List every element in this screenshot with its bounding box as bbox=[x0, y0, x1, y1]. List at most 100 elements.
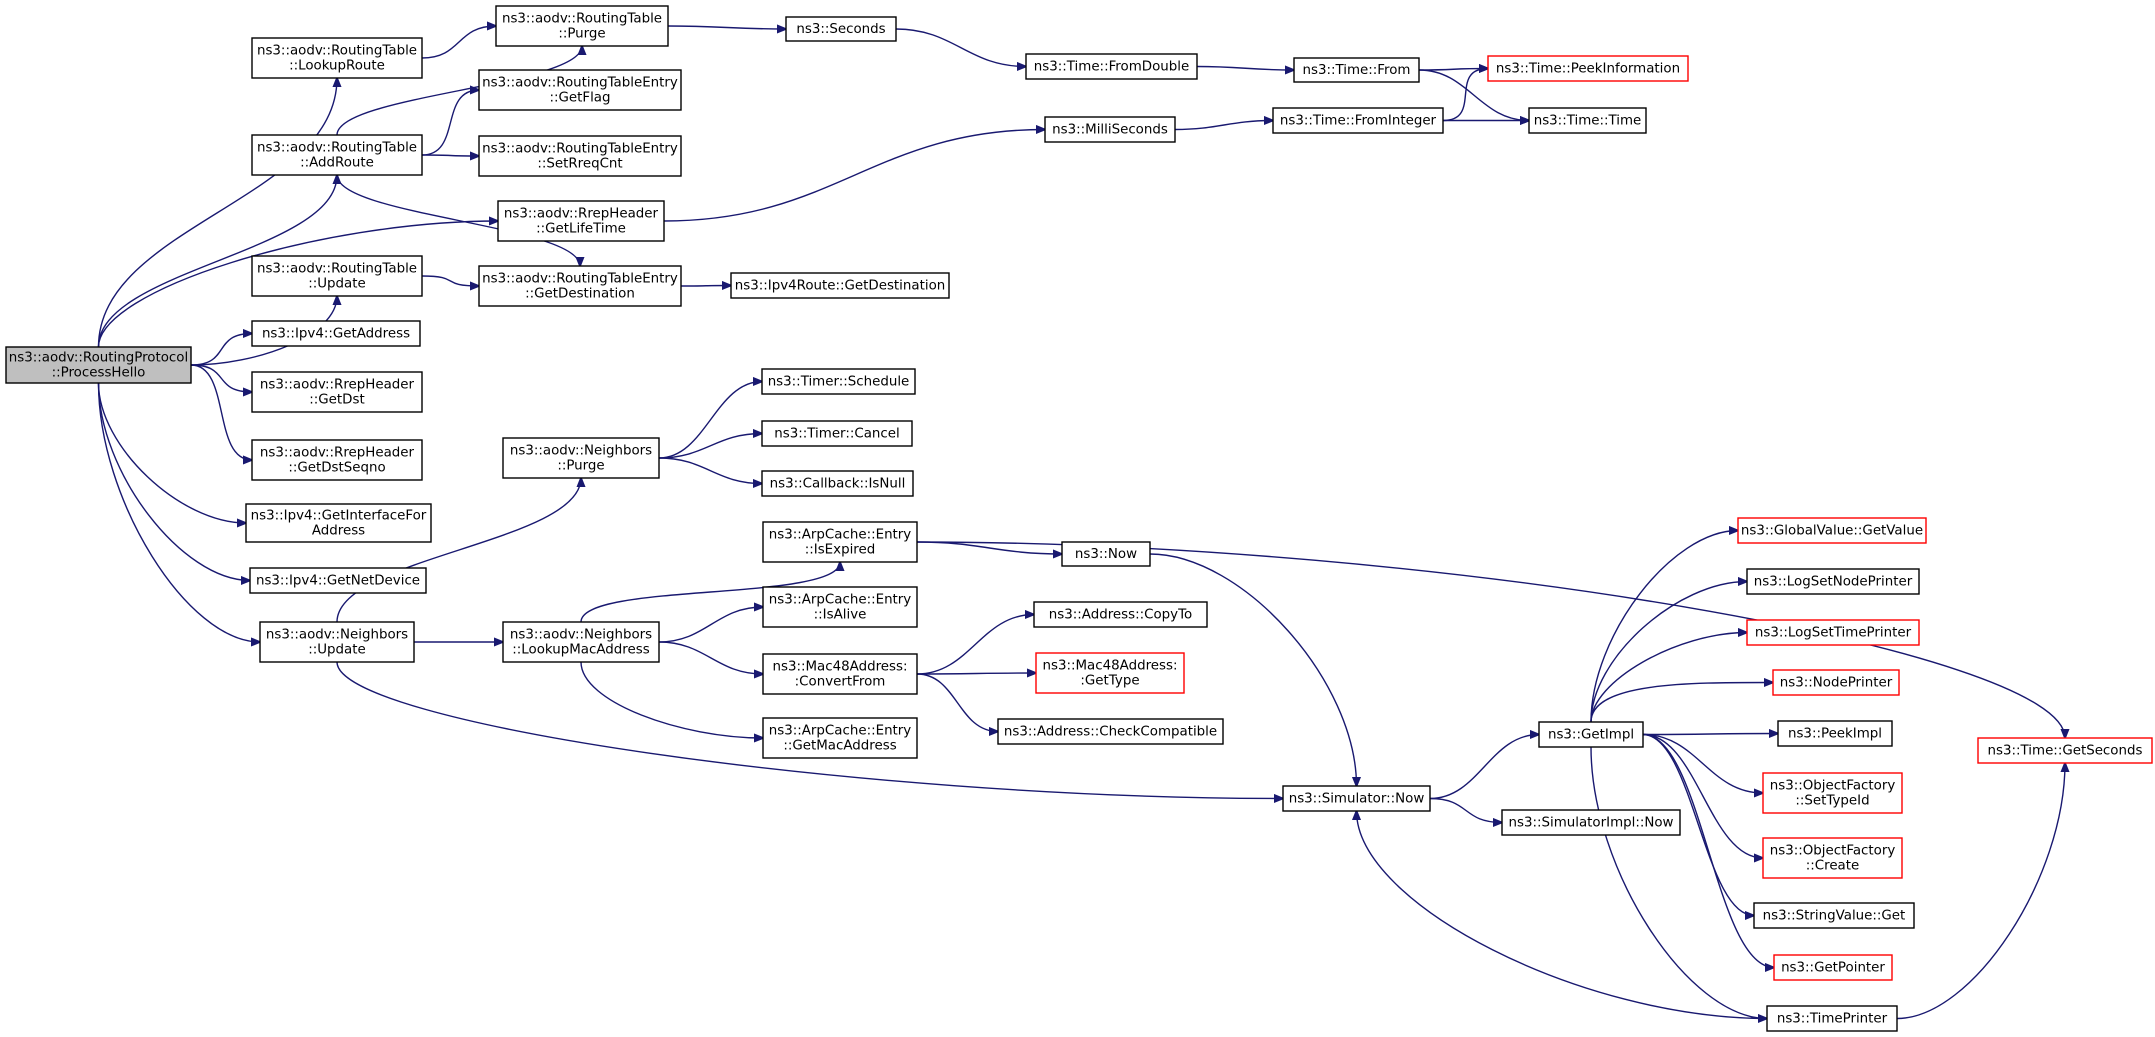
node-callbackIsNull[interactable]: ns3::Callback::IsNull bbox=[761, 470, 914, 497]
edge-rteGetDestination-to-ipv4RouteGetDest bbox=[680, 286, 731, 287]
node-box bbox=[1035, 652, 1185, 694]
node-label: ns3::Time::GetSeconds bbox=[1988, 744, 2143, 759]
node-addrCheckCompat[interactable]: ns3::Address::CheckCompatible bbox=[997, 718, 1224, 745]
node-rrepGetDst[interactable]: ns3::aodv::RrepHeader::GetDst bbox=[251, 371, 423, 413]
node-label: ns3::TimePrinter bbox=[1777, 1012, 1888, 1027]
edge-timeFrom-to-timeTime bbox=[1418, 69, 1529, 121]
node-box bbox=[1272, 107, 1444, 134]
node-peekImpl[interactable]: ns3::PeekImpl bbox=[1777, 720, 1893, 747]
node-timeGetSeconds[interactable]: ns3::Time::GetSeconds bbox=[1977, 737, 2153, 764]
node-getPointer[interactable]: ns3::GetPointer bbox=[1773, 954, 1893, 981]
node-label: ::GetDstSeqno bbox=[288, 461, 385, 476]
node-label: ::GetDst bbox=[309, 393, 364, 408]
node-macConvertFrom[interactable]: ns3::Mac48Address::ConvertFrom bbox=[762, 653, 918, 695]
node-milliSeconds[interactable]: ns3::MilliSeconds bbox=[1044, 116, 1176, 143]
node-ofCreate[interactable]: ns3::ObjectFactory::Create bbox=[1762, 837, 1903, 879]
node-ipv4RouteGetDest[interactable]: ns3::Ipv4Route::GetDestination bbox=[730, 272, 950, 299]
node-nbUpdate[interactable]: ns3::aodv::Neighbors::Update bbox=[259, 621, 415, 663]
edge-rtUpdate-to-rteGetDestination bbox=[421, 275, 479, 286]
node-nodePrinter[interactable]: ns3::NodePrinter bbox=[1772, 669, 1900, 696]
edge-timePrinter-to-simulatorNow bbox=[1357, 811, 1768, 1020]
node-label: ns3::Address::CopyTo bbox=[1049, 608, 1192, 623]
node-logSetNodePrinter[interactable]: ns3::LogSetNodePrinter bbox=[1746, 568, 1920, 595]
node-ipv4GetAddress[interactable]: ns3::Ipv4::GetAddress bbox=[251, 320, 421, 347]
node-timePrinter[interactable]: ns3::TimePrinter bbox=[1766, 1005, 1898, 1032]
node-timerSchedule[interactable]: ns3::Timer::Schedule bbox=[761, 368, 916, 395]
node-macGetType[interactable]: ns3::Mac48Address::GetType bbox=[1035, 652, 1185, 694]
node-timeFromDouble[interactable]: ns3::Time::FromDouble bbox=[1025, 53, 1198, 80]
node-nbLookupMac[interactable]: ns3::aodv::Neighbors::LookupMacAddress bbox=[502, 621, 660, 663]
node-arpIsAlive[interactable]: ns3::ArpCache::Entry::IsAlive bbox=[762, 586, 918, 628]
node-label: ns3::Mac48Address: bbox=[1042, 659, 1177, 674]
node-rteSetRreqCnt[interactable]: ns3::aodv::RoutingTableEntry::SetRreqCnt bbox=[478, 135, 682, 177]
node-box bbox=[785, 16, 897, 42]
node-ipv4GetNetDevice[interactable]: ns3::Ipv4::GetNetDevice bbox=[249, 567, 427, 594]
node-label: ns3::StringValue::Get bbox=[1763, 909, 1906, 924]
node-rtAddRoute[interactable]: ns3::aodv::RoutingTable::AddRoute bbox=[251, 134, 423, 176]
node-timePeekInfo[interactable]: ns3::Time::PeekInformation bbox=[1487, 55, 1689, 82]
node-label: ns3::aodv::RrepHeader bbox=[504, 207, 659, 222]
node-getImpl[interactable]: ns3::GetImpl bbox=[1538, 721, 1644, 748]
node-rtPurge[interactable]: ns3::aodv::RoutingTable::Purge bbox=[495, 5, 669, 47]
node-box bbox=[251, 371, 423, 413]
node-nbPurge[interactable]: ns3::aodv::Neighbors::Purge bbox=[502, 437, 660, 479]
node-seconds[interactable]: ns3::Seconds bbox=[785, 16, 897, 42]
node-simulatorNow[interactable]: ns3::Simulator::Now bbox=[1282, 785, 1431, 812]
node-processHello[interactable]: ns3::aodv::RoutingProtocol::ProcessHello bbox=[5, 346, 192, 384]
node-rrepGetDstSeqno[interactable]: ns3::aodv::RrepHeader::GetDstSeqno bbox=[251, 439, 423, 481]
edge-macConvertFrom-to-addrCheckCompat bbox=[916, 673, 998, 732]
node-box bbox=[495, 5, 669, 47]
edge-simulatorNow-to-simImplNow bbox=[1429, 797, 1502, 823]
node-box bbox=[502, 437, 660, 479]
node-ofSetTypeId[interactable]: ns3::ObjectFactory::SetTypeId bbox=[1762, 772, 1903, 814]
node-timerCancel[interactable]: ns3::Timer::Cancel bbox=[761, 420, 913, 447]
node-label: ns3::Seconds bbox=[796, 22, 885, 37]
node-label: Address bbox=[312, 524, 365, 539]
node-rteGetFlag[interactable]: ns3::aodv::RoutingTableEntry::GetFlag bbox=[478, 69, 682, 111]
node-label: ns3::SimulatorImpl::Now bbox=[1508, 816, 1673, 831]
node-label: ::IsAlive bbox=[814, 608, 867, 623]
node-timeFrom[interactable]: ns3::Time::From bbox=[1293, 57, 1420, 83]
node-box bbox=[730, 272, 950, 299]
node-now[interactable]: ns3::Now bbox=[1061, 541, 1151, 567]
node-label: ns3::ArpCache::Entry bbox=[769, 724, 912, 739]
node-timeFromInteger[interactable]: ns3::Time::FromInteger bbox=[1272, 107, 1444, 134]
edge-rtAddRoute-to-rteGetFlag bbox=[421, 90, 479, 156]
node-addrCopyTo[interactable]: ns3::Address::CopyTo bbox=[1033, 601, 1208, 628]
node-stringValueGet[interactable]: ns3::StringValue::Get bbox=[1753, 902, 1915, 929]
node-box bbox=[251, 255, 423, 297]
node-label: ::GetMacAddress bbox=[783, 739, 896, 754]
node-simImplNow[interactable]: ns3::SimulatorImpl::Now bbox=[1501, 809, 1681, 836]
node-rtUpdate[interactable]: ns3::aodv::RoutingTable::Update bbox=[251, 255, 423, 297]
node-box bbox=[1528, 107, 1647, 134]
node-label: ::LookupMacAddress bbox=[512, 643, 649, 658]
node-globalValueGetValue[interactable]: ns3::GlobalValue::GetValue bbox=[1737, 517, 1927, 544]
node-box bbox=[1538, 721, 1644, 748]
edge-getImpl-to-ofCreate bbox=[1642, 733, 1763, 859]
edge-timeFromDouble-to-timeFrom bbox=[1196, 67, 1294, 71]
edge-nbLookupMac-to-arpGetMac bbox=[580, 661, 763, 738]
node-box bbox=[1977, 737, 2153, 764]
node-rrepGetLifeTime[interactable]: ns3::aodv::RrepHeader::GetLifeTime bbox=[497, 200, 665, 242]
node-logSetTimePrinter[interactable]: ns3::LogSetTimePrinter bbox=[1746, 619, 1920, 646]
node-box bbox=[251, 134, 423, 176]
node-label: ::SetTypeId bbox=[1795, 794, 1869, 809]
node-timeTime[interactable]: ns3::Time::Time bbox=[1528, 107, 1647, 134]
node-label: ns3::aodv::Neighbors bbox=[510, 628, 652, 643]
edge-rtAddRoute-to-rtPurge bbox=[336, 46, 582, 136]
node-label: ::GetFlag bbox=[549, 91, 610, 106]
node-box bbox=[1753, 902, 1915, 929]
node-label: ns3::aodv::RoutingTableEntry bbox=[482, 76, 678, 91]
node-label: ::IsExpired bbox=[805, 543, 876, 558]
node-rteGetDestination[interactable]: ns3::aodv::RoutingTableEntry::GetDestina… bbox=[478, 265, 682, 307]
node-arpGetMac[interactable]: ns3::ArpCache::Entry::GetMacAddress bbox=[762, 717, 918, 759]
node-label: ns3::Time::PeekInformation bbox=[1496, 62, 1680, 77]
node-rtLookupRoute[interactable]: ns3::aodv::RoutingTable::LookupRoute bbox=[251, 37, 423, 79]
edge-nbLookupMac-to-macConvertFrom bbox=[658, 641, 763, 674]
node-arpIsExpired[interactable]: ns3::ArpCache::Entry::IsExpired bbox=[762, 521, 918, 563]
edge-processHello-to-rrepGetDstSeqno bbox=[190, 364, 252, 460]
node-label: ns3::aodv::RrepHeader bbox=[260, 446, 415, 461]
node-label: ns3::aodv::RoutingTableEntry bbox=[482, 142, 678, 157]
node-box bbox=[1737, 517, 1927, 544]
